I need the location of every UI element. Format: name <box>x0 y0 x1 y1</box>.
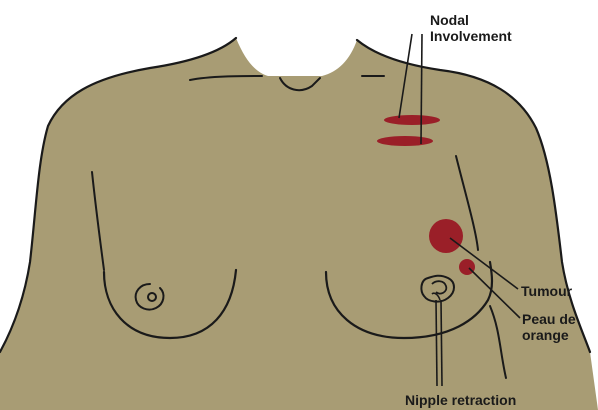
nodal-involvement-label: Nodal Involvement <box>430 12 512 44</box>
tumour-label-text: Tumour <box>521 283 572 299</box>
nipple-retraction-label-text: Nipple retraction <box>405 392 516 408</box>
tumour-lesion <box>429 219 463 253</box>
nipple-retraction-label: Nipple retraction <box>405 392 516 408</box>
peau-label-line1: Peau de <box>522 311 576 327</box>
peau-de-orange-label: Peau de orange <box>522 311 576 343</box>
nodal-label-line1: Nodal <box>430 12 512 28</box>
nodal-lesion-lower <box>377 136 433 146</box>
nodal-label-line2: Involvement <box>430 28 512 44</box>
tumour-label: Tumour <box>521 283 572 299</box>
peau-label-line2: orange <box>522 327 576 343</box>
nodal-lesion-upper <box>384 115 440 125</box>
